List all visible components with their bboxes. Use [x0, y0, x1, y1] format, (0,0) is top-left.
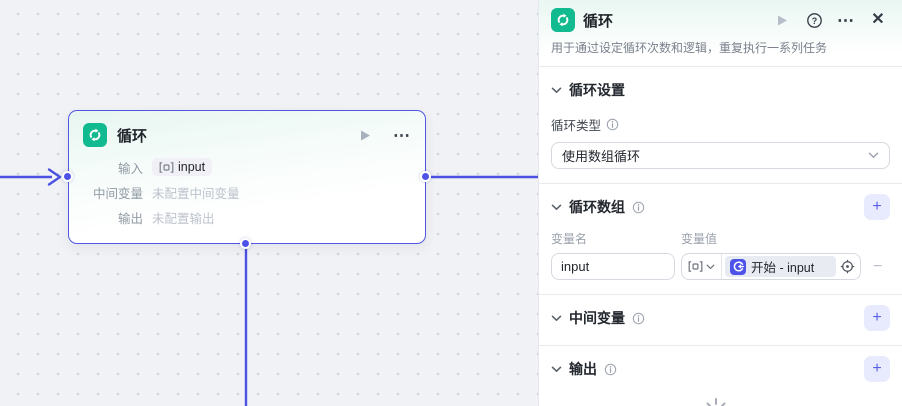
panel-header: 循环 ? ⋯ ✕ 用于通过设定循环次数和逻辑，重复执行一系列任务: [539, 0, 902, 67]
close-icon[interactable]: ✕: [871, 11, 885, 28]
add-intermediate-var-button[interactable]: +: [864, 305, 890, 332]
panel-run-button[interactable]: [770, 8, 794, 32]
svg-text:?: ?: [811, 15, 816, 25]
divider: [539, 183, 902, 185]
section-title: 循环设置: [569, 82, 625, 99]
info-icon[interactable]: [632, 312, 645, 325]
node-mid-label: 中间变量: [92, 186, 143, 201]
node-mid-row: 中间变量 未配置中间变量: [69, 182, 425, 202]
divider: [539, 66, 902, 68]
start-node-icon: [730, 258, 746, 275]
info-icon[interactable]: [606, 118, 619, 131]
loop-array-row: 开始 - input −: [551, 253, 890, 281]
node-input-row: 输入 input: [69, 157, 425, 177]
loop-type-value: 使用数组循环: [562, 149, 641, 165]
section-title: 循环数组: [569, 199, 625, 216]
node-body: 输入 input 中间变量 未配置中间: [69, 157, 425, 227]
add-output-button[interactable]: +: [864, 356, 890, 383]
node-output-label: 输出: [117, 211, 143, 226]
panel-title: 循环: [583, 12, 614, 30]
chevron-down-icon[interactable]: [551, 366, 562, 373]
loop-type-label: 循环类型: [551, 119, 602, 134]
node-config-panel: 循环 ? ⋯ ✕ 用于通过设定循环次数和逻辑，重复执行一系列任务: [538, 0, 902, 406]
section-title: 中间变量: [569, 310, 625, 327]
edge-arrowhead: [47, 168, 62, 186]
field-separator: [721, 254, 722, 280]
section-output: 输出 +: [539, 346, 902, 406]
node-title: 循环: [117, 127, 148, 145]
var-type-selector[interactable]: [682, 261, 721, 272]
section-intermediate-vars: 中间变量 +: [539, 295, 902, 345]
var-reference-text: 开始 - input: [751, 261, 815, 276]
node-run-button[interactable]: [359, 129, 371, 142]
info-icon[interactable]: [604, 363, 617, 376]
divider: [539, 345, 902, 347]
node-input-label: 输入: [117, 161, 143, 176]
var-reference-pill[interactable]: 开始 - input: [725, 256, 836, 278]
var-name-column-label: 变量名: [551, 232, 588, 247]
node-input-tag[interactable]: input: [152, 158, 213, 176]
array-type-icon: [159, 161, 174, 173]
node-output-placeholder: 未配置输出: [152, 211, 215, 226]
chevron-down-icon: [706, 264, 715, 269]
remove-row-button[interactable]: −: [873, 257, 883, 275]
port-bottom[interactable]: [240, 238, 251, 249]
locate-target-icon[interactable]: [838, 259, 860, 274]
var-value-column-label: 变量值: [681, 232, 718, 247]
node-output-row: 输出 未配置输出: [69, 207, 425, 227]
loop-icon: [83, 123, 107, 147]
panel-more-button[interactable]: ⋯: [837, 10, 855, 30]
loop-type-select[interactable]: 使用数组循环: [551, 142, 890, 170]
help-icon[interactable]: ?: [802, 8, 826, 32]
info-icon[interactable]: [632, 201, 645, 214]
chevron-down-icon[interactable]: [551, 87, 562, 94]
loop-node[interactable]: 循环 ⋯ 输入 inp: [68, 110, 426, 244]
section-loop-array: 循环数组 + 变量名 变量值: [539, 184, 902, 294]
loading-spinner-icon: [701, 394, 731, 406]
section-title: 输出: [569, 361, 597, 378]
loop-node-header: 循环 ⋯: [83, 119, 411, 151]
node-more-button[interactable]: ⋯: [393, 125, 411, 145]
panel-description: 用于通过设定循环次数和逻辑，重复执行一系列任务: [551, 41, 828, 55]
array-type-icon: [688, 261, 703, 272]
node-mid-placeholder: 未配置中间变量: [152, 186, 240, 201]
var-name-input[interactable]: [551, 253, 675, 281]
chevron-down-icon[interactable]: [551, 315, 562, 322]
var-value-field: 开始 - input: [681, 253, 861, 281]
chevron-down-icon[interactable]: [551, 204, 562, 211]
port-right[interactable]: [420, 171, 431, 182]
divider: [539, 294, 902, 296]
port-left[interactable]: [62, 171, 73, 182]
loop-icon: [551, 8, 575, 32]
add-loop-array-button[interactable]: +: [864, 194, 890, 221]
section-loop-settings: 循环设置 循环类型 使用数组循环: [539, 67, 902, 183]
chevron-down-icon: [868, 152, 879, 159]
